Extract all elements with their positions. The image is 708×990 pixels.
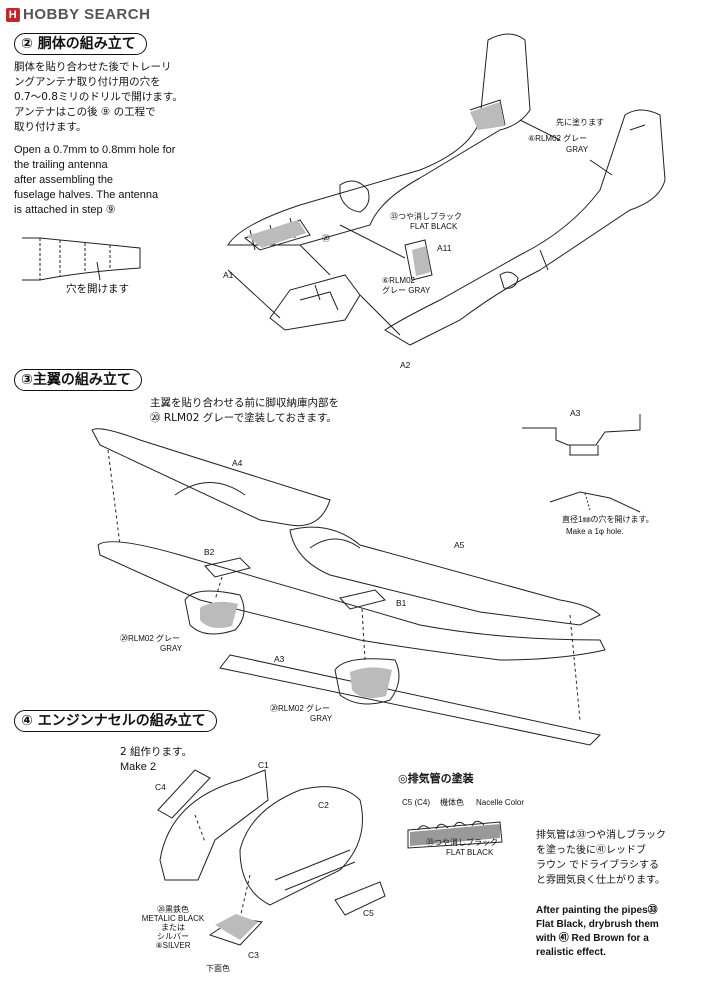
label-num60: ⑳ — [322, 234, 330, 243]
part-b1 — [339, 589, 386, 610]
exhaust-note-en: After painting the pipes㉝ Flat Black, dr… — [536, 904, 706, 960]
note-line: Flat Black, drybrush them — [536, 919, 659, 930]
fuselage-half-left — [227, 33, 531, 246]
metal-black-note: ㉘黒鉄色 METALIC BLACK または シルバー ⑧SILVER — [138, 905, 208, 950]
note-line: を塗った後に㊶レッドブ — [536, 845, 646, 856]
en-line: after assembling the — [14, 174, 114, 186]
part-label-a3: A3 — [274, 654, 285, 664]
part-b2 — [204, 557, 251, 578]
en-line: is attached in step ⑨ — [14, 204, 116, 216]
part-label-a11: A11 — [437, 243, 452, 253]
rlm02-right-jp: ⑳RLM02 グレー — [270, 704, 331, 713]
rlm02-right-en: GRAY — [310, 714, 333, 723]
part-label-c3: C3 — [248, 950, 259, 960]
brand-name: HOBBY SEARCH — [23, 6, 151, 23]
part-label-c4: C4 — [155, 782, 166, 792]
part-label-a2: A2 — [400, 360, 411, 370]
jp-line: 0.7〜0.8ミリのドリルで開けます。 — [14, 91, 183, 103]
label-rlm02-mid-en: グレー GRAY — [382, 286, 431, 295]
step2-jp-text: 胴体を貼り合わせた後でトレーリ ングアンテナ取り付け用の穴を 0.7〜0.8ミリ… — [14, 60, 214, 135]
jp-line: 胴体を貼り合わせた後でトレーリ — [14, 61, 172, 73]
part-label-a1: A1 — [223, 270, 234, 280]
step4-title: ④ エンジンナセルの組み立て — [14, 710, 217, 732]
note-line: と雰囲気良く仕上がります。 — [536, 875, 665, 886]
hole-jp: 直径1㎜の穴を開けます。 — [562, 515, 654, 524]
metal-line: ㉘黒鉄色 — [157, 905, 189, 914]
part-label-b1: B1 — [396, 598, 407, 608]
step2-title: ② 胴体の組み立て — [14, 33, 147, 55]
part-label-a5: A5 — [454, 540, 465, 550]
jp-line: ングアンテナ取り付け用の穴を — [14, 76, 161, 88]
step3-title: ③主翼の組み立て — [14, 369, 142, 391]
part-label-b2: B2 — [204, 547, 215, 557]
en-line: fuselage halves. The antenna — [14, 189, 159, 201]
metal-line: または — [161, 923, 185, 932]
label-flat-black-jp: ㉝つや消しブラック — [390, 212, 462, 221]
note-line: with ㊶ Red Brown for a — [536, 933, 649, 944]
hole-en: Make a 1φ hole. — [566, 527, 624, 536]
label-rlm02-mid-jp: ⑥RLM02 — [382, 276, 415, 285]
part-c1 — [159, 769, 269, 881]
part-c5 — [334, 881, 386, 916]
part-label-c5: C5 — [363, 908, 374, 918]
label-flat-black-en: FLAT BLACK — [410, 222, 458, 231]
jp-line: 取り付けます。 — [14, 121, 87, 133]
step2-en-text: Open a 0.7mm to 0.8mm hole for the trail… — [14, 143, 214, 218]
make2-jp: 2 組作ります。 — [120, 746, 192, 758]
exhaust-note-jp: 排気管は㉝つや消しブラック を塗った後に㊶レッドブ ラウン でドライブラシする … — [536, 828, 706, 888]
exhaust-flat-jp: ㉝つや消しブラック — [426, 838, 498, 847]
cockpit-tub — [269, 274, 361, 331]
exhaust-body-jp: 機体色 — [440, 798, 464, 807]
exhaust-title: ◎排気管の塗装 — [398, 772, 474, 785]
part-c2 — [239, 786, 363, 906]
part-label-c1: C1 — [258, 760, 269, 770]
exhaust-flat-en: FLAT BLACK — [446, 848, 494, 857]
note-line: After painting the pipes㉝ — [536, 905, 658, 916]
step3-intro: 主翼を貼り合わせる前に脚収納庫内部を ⑳ RLM02 グレーで塗装しておきます。 — [150, 396, 450, 426]
wing-lower-a3 — [97, 541, 606, 661]
metal-line: METALIC BLACK — [141, 914, 205, 923]
logo-mark-icon: H — [6, 7, 20, 22]
hobby-search-logo: H HOBBY SEARCH — [6, 6, 150, 23]
underside-label: 下面色 — [206, 964, 230, 973]
label-rlm02-top-jp: ⑥RLM02 グレー — [528, 134, 588, 143]
label-paint-first: 先に塗ります — [556, 118, 604, 127]
a3-cross-section — [522, 414, 641, 446]
part-a11 — [404, 239, 433, 281]
tail-detail-shape — [22, 237, 141, 281]
jp-line: アンテナはこの後 ⑨ の工程で — [14, 106, 156, 118]
exhaust-body-en: Nacelle Color — [476, 798, 525, 807]
note-line: 排気管は㉝つや消しブラック — [536, 830, 666, 841]
make2-en: Make 2 — [120, 761, 157, 773]
metal-line: ⑧SILVER — [155, 941, 191, 950]
rlm02-left-en: GRAY — [160, 644, 183, 653]
wing-upper-a4 — [91, 428, 331, 527]
intro-line: ⑳ RLM02 グレーで塗装しておきます。 — [150, 412, 337, 424]
intro-line: 主翼を貼り合わせる前に脚収納庫内部を — [150, 397, 339, 409]
part-label-a4: A4 — [232, 458, 243, 468]
part-c4 — [157, 769, 211, 819]
part-label-c2: C2 — [318, 800, 329, 810]
exhaust-c5: C5 (C4) — [402, 798, 431, 807]
en-line: Open a 0.7mm to 0.8mm hole for — [14, 144, 176, 156]
metal-line: シルバー — [157, 932, 189, 941]
label-rlm02-top-en: GRAY — [566, 145, 589, 154]
exhaust-pipes — [407, 821, 503, 849]
rlm02-left-jp: ⑳RLM02 グレー — [120, 634, 181, 643]
wing-upper-a5 — [289, 526, 601, 626]
en-line: the trailing antenna — [14, 159, 108, 171]
part-label-a3-section: A3 — [570, 408, 581, 418]
hole-note: 穴を開けます — [66, 283, 129, 295]
note-line: realistic effect. — [536, 947, 607, 958]
note-line: ラウン でドライブラシする — [536, 860, 659, 871]
